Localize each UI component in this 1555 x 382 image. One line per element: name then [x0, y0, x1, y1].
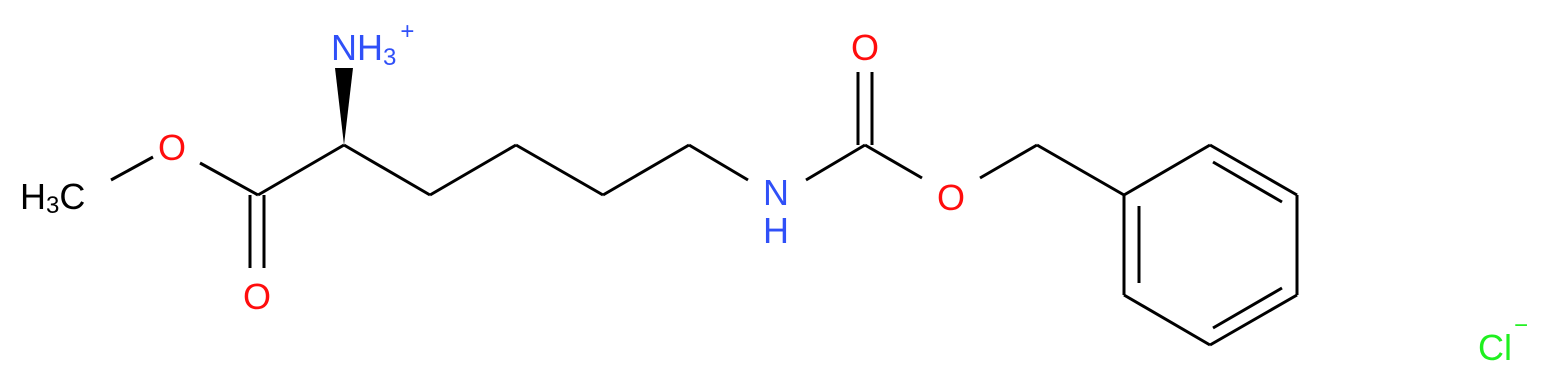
- bond-ester-o-carbonyl-c: [199, 161, 259, 197]
- atom-amide-nitrogen: N: [763, 172, 789, 213]
- atom-ester-oxygen: O: [158, 127, 186, 168]
- atom-methyl: H3C: [20, 176, 85, 219]
- bond-chain-3: [515, 143, 604, 197]
- bond-chain-5: [688, 143, 749, 182]
- bond-chain-4: [602, 143, 690, 197]
- atom-carbonyl-oxygen-2: O: [851, 27, 879, 68]
- bond-ring-4: [1209, 293, 1298, 347]
- bond-chain-2: [429, 143, 517, 197]
- bonds: [110, 68, 1299, 347]
- atom-labels: H3C O O NH3+ N H O O Cl−: [20, 18, 1528, 368]
- bond-ring-2: [1209, 143, 1298, 197]
- bond-carbonyl-c-alpha-c: [257, 143, 345, 197]
- counterion-chloride: Cl−: [1478, 312, 1528, 368]
- atom-carbonyl-oxygen-1: O: [243, 276, 271, 317]
- bond-ring-inner-1: [1212, 160, 1283, 204]
- atom-ammonium: NH3+: [331, 18, 414, 71]
- atom-amide-hydrogen: H: [763, 210, 789, 251]
- bond-n-carbamate-c: [805, 143, 866, 182]
- bond-ring-5: [1123, 293, 1211, 347]
- bond-ether-o-ch2: [979, 143, 1038, 180]
- bond-carbamate-c-ether-o: [864, 143, 923, 180]
- bond-chain-1: [343, 143, 431, 197]
- bond-wedge-alpha-nh3: [335, 68, 353, 145]
- bond-ch2-ring: [1036, 143, 1125, 197]
- atom-ether-oxygen: O: [937, 177, 965, 218]
- bond-methyl-ester-o: [110, 155, 154, 182]
- bond-ring-1: [1123, 143, 1211, 197]
- bond-ring-inner-2: [1212, 286, 1283, 330]
